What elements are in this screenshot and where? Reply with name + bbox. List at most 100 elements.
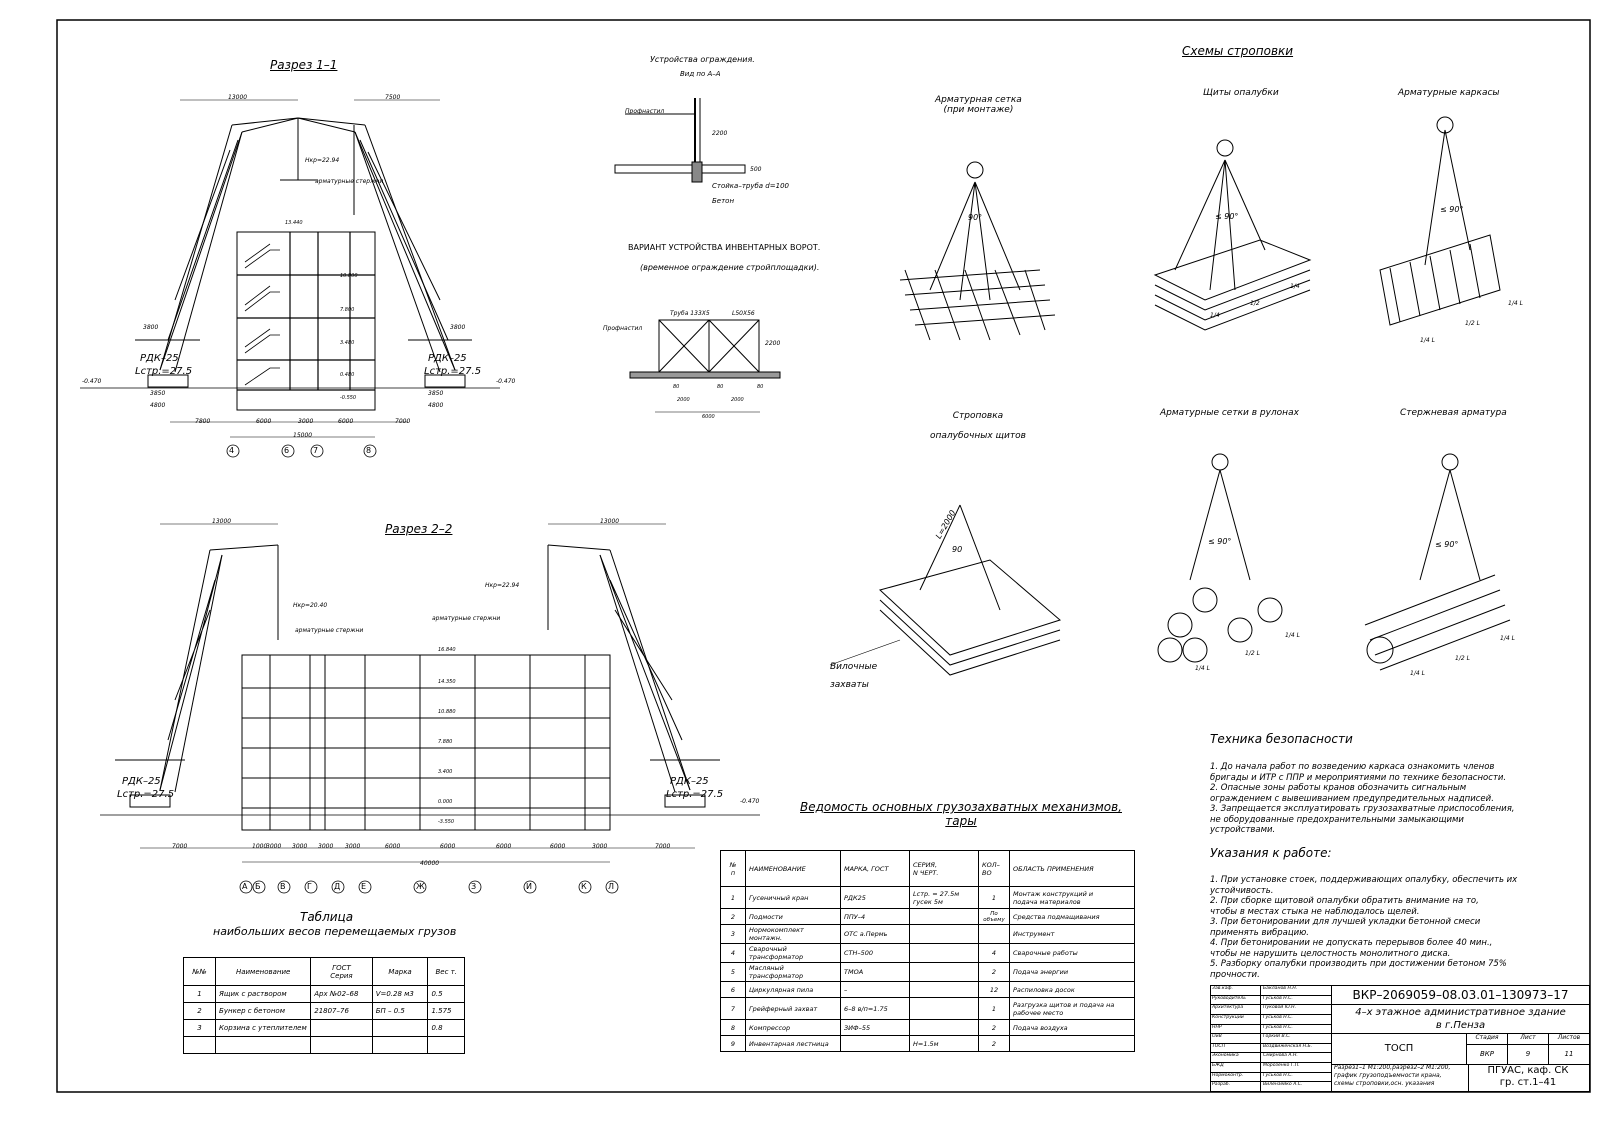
cell xyxy=(310,1036,373,1054)
dim-b5-1: 7000 xyxy=(395,418,411,425)
col-num: № п xyxy=(720,850,746,887)
person-name: Гуськов Н.С. xyxy=(1263,1024,1293,1030)
person-row: Разраб.Вилензейко А.С. xyxy=(1211,1082,1331,1092)
cell: 8 xyxy=(720,1019,746,1036)
load-left-2: арматурные стержни xyxy=(295,627,364,634)
cell xyxy=(978,924,1010,944)
bars-dim-c: 1/4 L xyxy=(1500,635,1515,642)
dim-b1-2: 7000 xyxy=(172,843,188,850)
level-2-f: 0.000 xyxy=(438,799,453,805)
person-name: Гуськов Н.С. xyxy=(1263,1072,1293,1078)
formwork-angle: 90 xyxy=(952,545,963,554)
instructions-title: Указания к работе: xyxy=(1210,846,1332,860)
cell: 1 xyxy=(720,886,746,909)
mechanisms-table: № п НАИМЕНОВАНИЕ МАРКА, ГОСТ СЕРИЯ, N ЧЕ… xyxy=(720,850,1135,1052)
dim-outr2-1: 3800 xyxy=(450,324,466,331)
stage-value: ВКР xyxy=(1467,1044,1508,1064)
cell: Разгрузка щитов и подача на рабочее мест… xyxy=(1009,997,1135,1020)
gates-title: ВАРИАНТ УСТРОЙСТВА ИНВЕНТАРНЫХ ВОРОТ. xyxy=(628,243,821,252)
bars-dim-b: 1/2 L xyxy=(1455,655,1470,662)
rolls-dim-b: 1/2 L xyxy=(1245,650,1260,657)
level-2-a: 16.840 xyxy=(438,647,456,653)
cell: Lстр. = 27.5м гусек 5м xyxy=(909,886,979,909)
gates-dim-a: 80 xyxy=(673,384,680,390)
axis-1-c: 7 xyxy=(313,446,319,455)
stage-headers: Стадия Лист Листов xyxy=(1467,1034,1589,1045)
crane-left-2-2 xyxy=(115,544,279,808)
person-name: Гуськов Н.С. xyxy=(1263,995,1293,1001)
cages-dim-a: 1/4 L xyxy=(1420,337,1435,344)
cell xyxy=(427,1036,465,1054)
cell: Грейферный захват xyxy=(745,997,841,1020)
cell: ППУ–4 xyxy=(840,908,910,925)
cell: 21807–76 xyxy=(310,1002,373,1020)
person-role: Разраб. xyxy=(1211,1082,1261,1092)
person-role: Архитектура xyxy=(1211,1005,1261,1014)
slinging-title: Схемы строповки xyxy=(1182,44,1294,58)
person-role: Руководитель xyxy=(1211,995,1261,1005)
dim-top-left-1: 13000 xyxy=(228,94,248,101)
bars-title: Стержневая арматура xyxy=(1400,408,1507,418)
crane-left-1-1 xyxy=(135,117,318,388)
cell: Нормокомплект монтажн. xyxy=(745,924,841,944)
level-2-b: 14.350 xyxy=(438,679,456,685)
person-name: Морозенко Г.П. xyxy=(1263,1063,1300,1069)
cell: По объему xyxy=(978,908,1010,925)
cell xyxy=(909,924,979,944)
stage-values: ВКР 9 11 xyxy=(1467,1044,1589,1065)
cell: 1 xyxy=(182,985,217,1003)
organization: ПГУАС, каф. СК гр. ст.1–41 xyxy=(1487,1065,1569,1088)
axis-2-b: Б xyxy=(255,882,261,891)
crane-right-1-1 xyxy=(297,117,472,388)
cell: 2 xyxy=(978,1019,1010,1036)
person-row: Нормоконтр.Гуськов Н.С. xyxy=(1211,1072,1331,1083)
cages-dim-c: 1/4 L xyxy=(1508,300,1523,307)
crane2-right-label: РДК–25 xyxy=(670,776,709,787)
person-role: Зав.каф. xyxy=(1211,986,1261,995)
cell xyxy=(840,1035,910,1052)
cell: 6–8 в/п=1.75 xyxy=(840,997,910,1020)
safety-text: 1. До начала работ по возведению каркаса… xyxy=(1210,762,1515,835)
hook-height-1: Нкр=22.94 xyxy=(305,157,340,164)
dim-b2-1: 6000 xyxy=(256,418,272,425)
col-name: НАИМЕНОВАНИЕ xyxy=(745,850,841,887)
section2-title: Разрез 2–2 xyxy=(385,522,453,536)
sheets-value: 11 xyxy=(1564,1050,1574,1058)
cell: 1.575 xyxy=(427,1002,465,1020)
dim-b11-2: 3000 xyxy=(592,843,608,850)
rolls-dim-a: 1/4 L xyxy=(1195,665,1210,672)
gates-subtitle: (временное ограждение стройплощадки). xyxy=(640,263,820,272)
cell xyxy=(909,908,979,925)
level-1-a: 13.440 xyxy=(285,220,303,226)
dim-b6-2: 3000 xyxy=(345,843,361,850)
cell: 7 xyxy=(720,997,746,1020)
level-1-e: 0.480 xyxy=(340,372,355,378)
safety-title: Техника безопасности xyxy=(1210,732,1353,746)
cell: Корзина с утеплителем xyxy=(215,1019,312,1037)
person-row: Зав.каф.Бакланов Н.Н. xyxy=(1211,986,1331,996)
dim-b7-2: 6000 xyxy=(385,843,401,850)
cages-angle: ≤ 90° xyxy=(1440,205,1464,214)
cell: 0.8 xyxy=(427,1019,465,1037)
dim-top-right-2: 13000 xyxy=(600,518,620,525)
dim-top-right-1: 7500 xyxy=(385,94,401,101)
cell xyxy=(909,997,979,1020)
level-1-b: 10.800 xyxy=(340,273,358,279)
person-name: Воздвиженская Н.Б. xyxy=(1263,1043,1313,1049)
shields-dim-b: 1/2 xyxy=(1250,300,1260,307)
dim-b4-2: 3000 xyxy=(292,843,308,850)
axis-2-d: Г xyxy=(307,882,312,891)
crane-left-label: РДК–25 xyxy=(140,353,179,364)
person-role: ТОСП xyxy=(1211,1043,1261,1053)
level-2-d: 7.880 xyxy=(438,739,453,745)
